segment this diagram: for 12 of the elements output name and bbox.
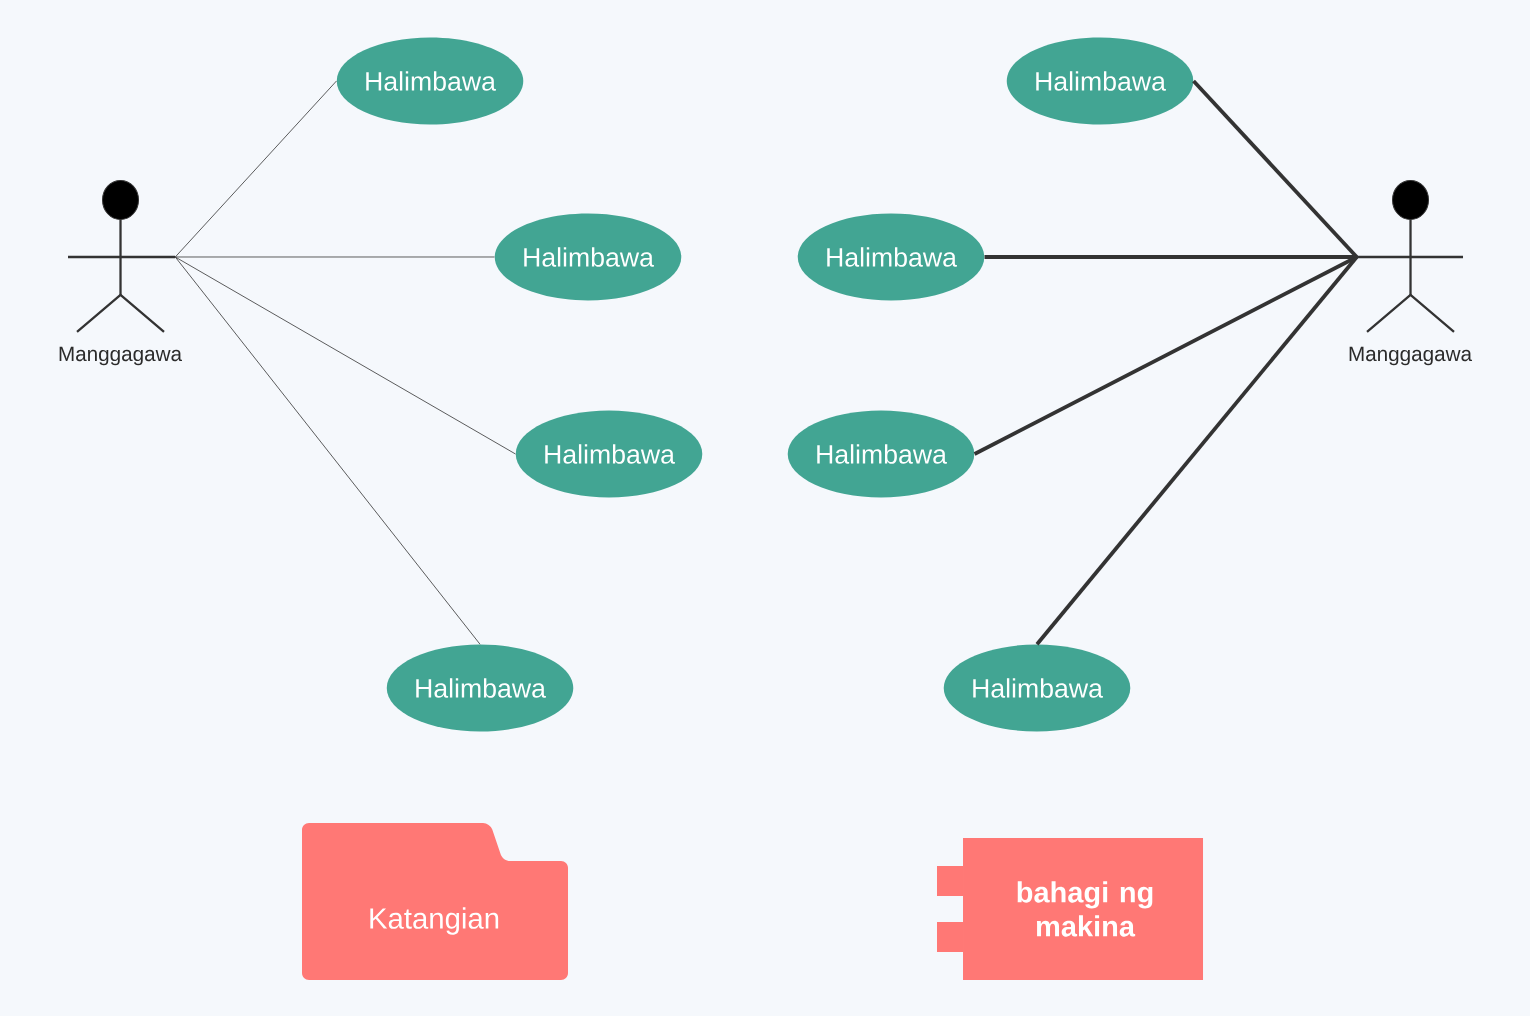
component-box: bahagi ng makina — [937, 838, 1203, 980]
actor-label: Manggagawa — [59, 346, 182, 366]
association-line — [984, 255, 1357, 259]
association-line — [1035, 255, 1359, 646]
association-line — [174, 80, 337, 258]
actor-label: Manggagawa — [1349, 346, 1472, 366]
association-line — [174, 256, 516, 455]
folder-box: Katangian — [302, 823, 568, 980]
association-line — [174, 256, 495, 258]
association-line — [174, 256, 481, 645]
association-line — [973, 255, 1358, 456]
association-line — [1192, 79, 1359, 259]
